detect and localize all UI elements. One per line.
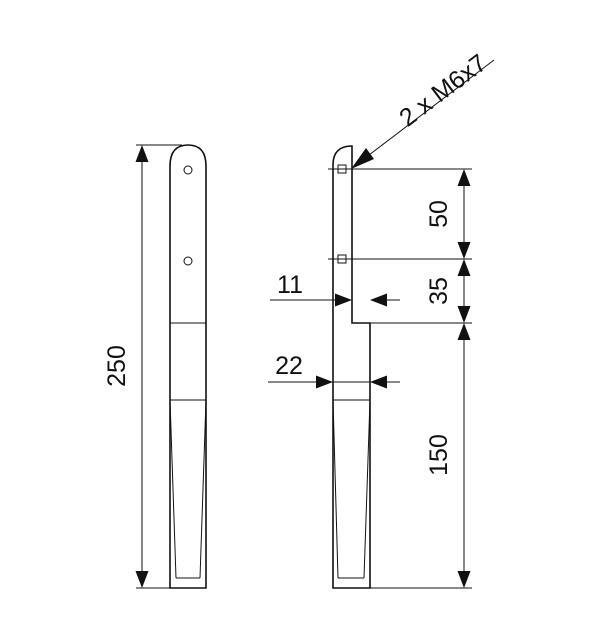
plate-thickness-label: 11 [277,271,303,299]
side-view-outline [332,145,371,589]
side-view-taper-lines [332,399,371,579]
arrow-up-icon [135,145,149,162]
overall-length-label: 250 [103,345,131,387]
arrow-up-icon [457,259,471,276]
thread-callout-label: 2 x M6x7 [394,49,492,132]
front-view-hole-top [183,165,193,175]
arrow-right-icon [335,293,352,307]
thread-callout: 2 x M6x7 [351,49,495,169]
arrow-left-icon [370,375,387,389]
arrow-down-icon [457,571,471,588]
front-view [169,144,207,589]
arrow-up-icon [457,169,471,186]
hole-spacing-label: 50 [425,200,453,228]
dimension-hole-to-shoulder: 35 [425,259,471,323]
hole-to-shoulder-label: 35 [425,277,453,305]
dimension-taper-length: 150 [370,323,472,589]
front-view-taper-lines [169,399,207,579]
arrow-down-icon [135,571,149,588]
dimension-leg-width: 22 [268,352,400,389]
front-view-hole-bottom [183,256,193,266]
arrow-down-icon [457,242,471,259]
leg-width-label: 22 [275,352,303,380]
dimension-overall-length: 250 [103,144,182,589]
taper-length-label: 150 [425,434,453,476]
arrow-up-icon [457,323,471,340]
arrow-right-icon [316,375,333,389]
front-view-outline [169,144,207,589]
dimension-plate-thickness: 11 [270,271,400,307]
leader-arrow-icon [351,148,374,169]
dimension-hole-spacing: 50 [425,169,471,259]
side-view [328,145,472,589]
arrow-left-icon [370,293,387,307]
arrow-down-icon [457,306,471,323]
